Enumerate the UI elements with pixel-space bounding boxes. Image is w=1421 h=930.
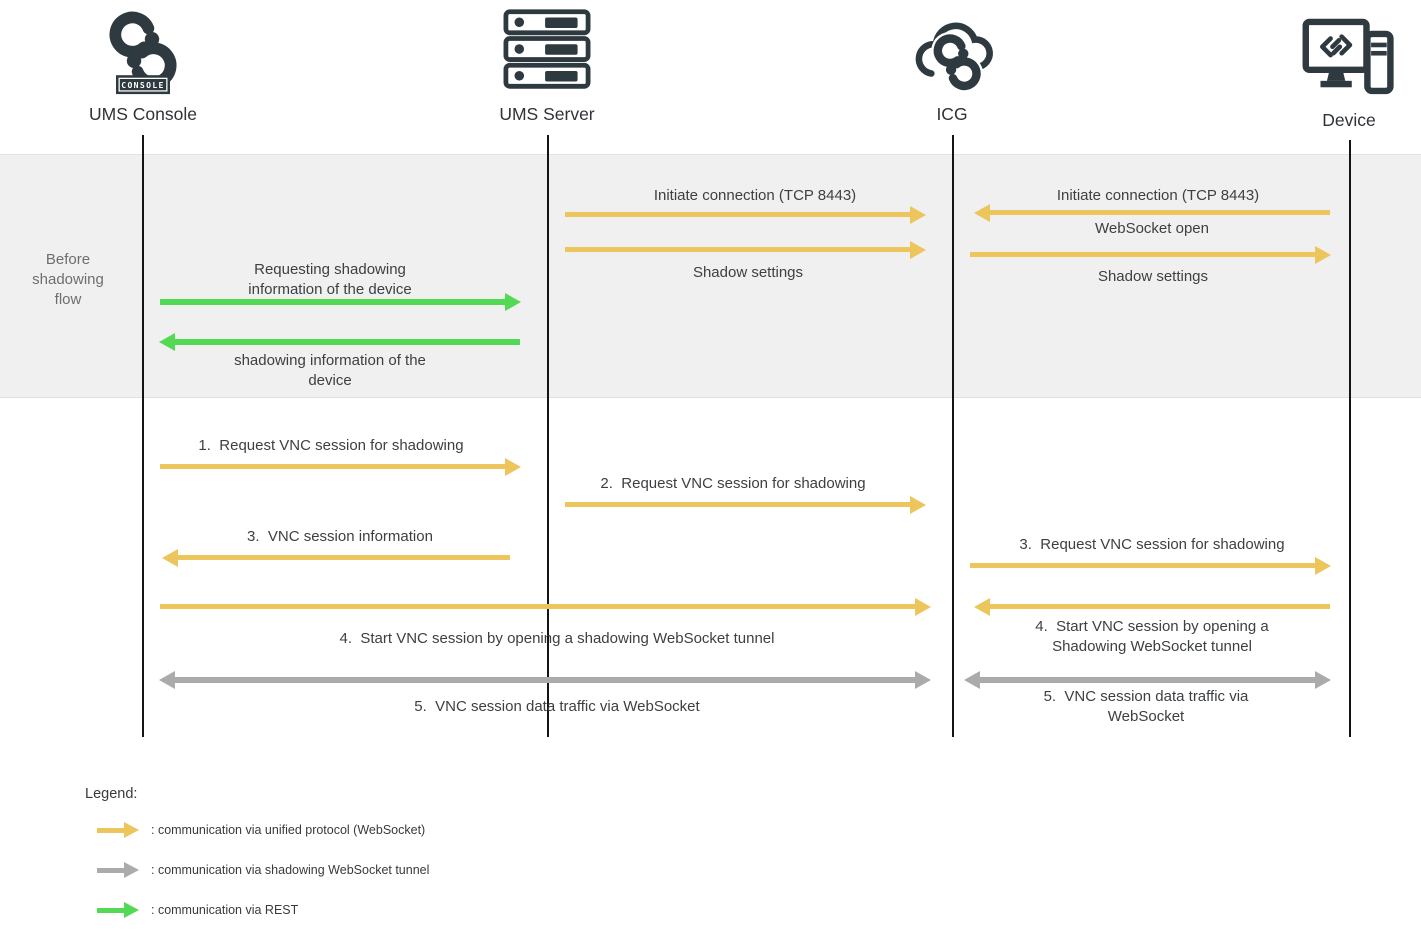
lifeline-icg: [952, 135, 954, 737]
arrow-step4-long: [160, 604, 916, 609]
message-label-initiate-connection-device: Initiate connection (TCP 8443): [1056, 187, 1260, 204]
legend-item-label: : communication via shadowing WebSocket …: [151, 863, 430, 877]
arrow-shadow-settings-device: [970, 252, 1316, 257]
unified-protocol-arrow-icon: [97, 827, 125, 833]
message-label-step4-device: 4. Start VNC session by opening a Shadow…: [1035, 618, 1269, 655]
legend-item-shadowing-tunnel: : communication via shadowing WebSocket …: [97, 862, 429, 878]
phase-label: Before shadowing flow: [32, 251, 104, 308]
message-label-response-shadow-info: shadowing information of the device: [234, 352, 426, 389]
lifeline-device: [1349, 140, 1351, 737]
actor-device: Device: [1239, 8, 1421, 131]
before-shadowing-band: [0, 154, 1421, 398]
message-label-step4-long: 4. Start VNC session by opening a shadow…: [339, 630, 775, 647]
arrow-response-shadow-info: [174, 339, 520, 345]
message-label-step2: 2. Request VNC session for shadowing: [600, 475, 866, 492]
actor-ums-console: CONSOLE UMS Console: [33, 2, 253, 125]
svg-text:CONSOLE: CONSOLE: [121, 80, 165, 90]
message-label-step3-info: 3. VNC session information: [247, 528, 433, 545]
actor-label: UMS Server: [499, 104, 595, 124]
actor-ums-server: UMS Server: [437, 2, 657, 125]
message-label-step5-long: 5. VNC session data traffic via WebSocke…: [414, 698, 700, 715]
rest-arrow-icon: [97, 907, 125, 913]
arrow-shadow-settings-server: [565, 247, 911, 252]
arrow-step5-long: [174, 677, 916, 683]
arrow-step5-device: [979, 677, 1316, 683]
shadowing-tunnel-arrow-icon: [97, 867, 125, 873]
message-label-initiate-connection-server: Initiate connection (TCP 8443): [653, 187, 857, 204]
arrow-step3-device: [970, 563, 1316, 568]
legend-item-rest: : communication via REST: [97, 902, 298, 918]
message-label-shadow-settings-server: Shadow settings: [692, 264, 804, 281]
server-stack-icon: [437, 2, 657, 98]
actor-label: Device: [1322, 110, 1376, 130]
lifeline-ums-server: [547, 135, 549, 737]
message-label-step1: 1. Request VNC session for shadowing: [198, 437, 464, 454]
message-label-step5-device: 5. VNC session data traffic via WebSocke…: [1043, 688, 1249, 725]
message-label-request-shadow-info: Requesting shadowing information of the …: [248, 261, 412, 298]
legend-item-label: : communication via REST: [151, 903, 299, 917]
legend-title: Legend:: [85, 786, 138, 802]
arrow-step2: [565, 502, 911, 507]
arrow-initiate-connection-server: [565, 212, 911, 217]
arrow-request-shadow-info: [160, 299, 506, 305]
message-label-shadow-settings-device: Shadow settings: [1097, 268, 1209, 285]
message-label-step3-device: 3. Request VNC session for shadowing: [1019, 536, 1285, 553]
actor-label: UMS Console: [89, 104, 197, 124]
monitor-tower-icon: [1239, 8, 1421, 104]
lifeline-ums-console: [142, 135, 144, 737]
arrow-step3-info: [177, 555, 510, 560]
message-label-websocket-open: WebSocket open: [1095, 220, 1209, 237]
arrow-step4-device: [989, 604, 1330, 609]
cloud-chain-icon: [842, 2, 1062, 98]
arrow-step1: [160, 464, 506, 469]
arrow-initiate-connection-device: [989, 210, 1330, 215]
legend-item-label: : communication via unified protocol (We…: [151, 823, 426, 837]
igel-chain-console-icon: CONSOLE: [33, 2, 253, 98]
legend-item-unified-protocol: : communication via unified protocol (We…: [97, 822, 425, 838]
actor-label: ICG: [936, 104, 968, 124]
actor-icg: ICG: [842, 2, 1062, 125]
